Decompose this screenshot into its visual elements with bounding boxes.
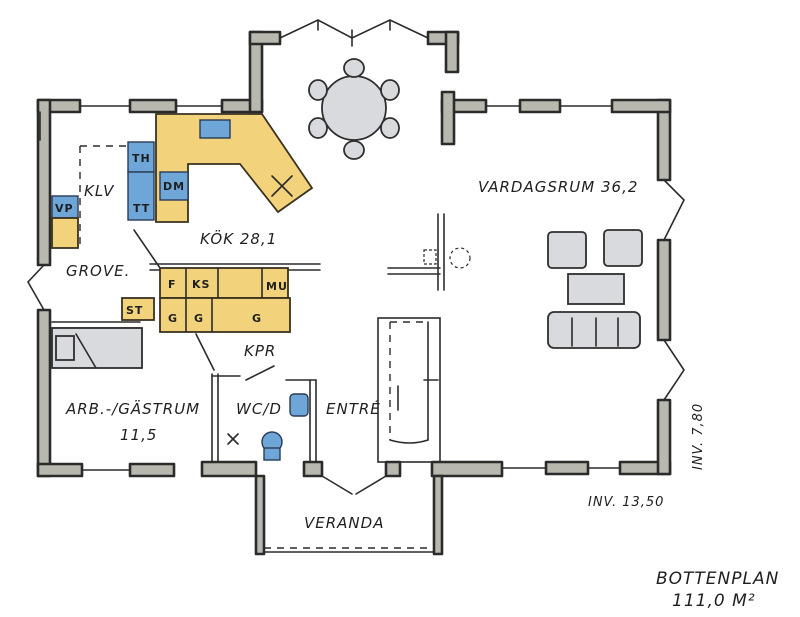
label-kok: KÖK 28,1 [200,229,277,248]
dining-table-group [308,58,400,160]
fixture-g-2: G [194,312,204,325]
windows [27,19,685,471]
fixture-st: ST [126,304,143,317]
guest-room-furniture [51,327,143,369]
fixture-ks: KS [192,278,210,291]
fixture-labels: TH DM TT VP F KS MU ST G G G [55,152,288,325]
label-vardagsrum: VARDAGSRUM 36,2 [478,178,638,196]
title-line1: BOTTENPLAN [656,569,779,589]
fixture-g-3: G [252,312,262,325]
label-wcd: WC/D [236,400,282,418]
fixture-tt: TT [133,202,150,215]
wc-fixtures [227,393,309,461]
exterior-walls [36,30,672,478]
fixture-mu: MU [266,280,288,293]
label-klv: KLV [84,182,115,200]
label-veranda: VERANDA [304,514,384,532]
label-entre: ENTRÉ [326,399,381,418]
fixture-vp: VP [55,202,74,215]
fixture-f: F [168,278,177,291]
fixture-th: TH [132,152,151,165]
fixture-dm: DM [163,180,185,193]
plan-title: BOTTENPLAN 111,0 M² [656,569,779,611]
dimension-labels: INV. 13,50 INV. 7,80 [588,403,706,510]
kitchen-cabinets [51,113,314,333]
label-kpr: KPR [244,342,276,360]
dimension-width: INV. 13,50 [588,495,664,510]
fixture-g-1: G [168,312,178,325]
veranda [254,474,444,556]
label-arbgast-line2: 11,5 [120,426,157,444]
room-labels: VARDAGSRUM 36,2 KÖK 28,1 ARB.-/GÄSTRUM 1… [65,178,638,532]
living-room-furniture [423,229,643,349]
title-line2: 111,0 M² [672,591,756,611]
label-grovent: GROVE. [66,262,130,280]
staircase [377,317,441,463]
dimension-depth: INV. 7,80 [691,403,706,470]
label-arbgast-line1: ARB.-/GÄSTRUM [65,399,200,418]
